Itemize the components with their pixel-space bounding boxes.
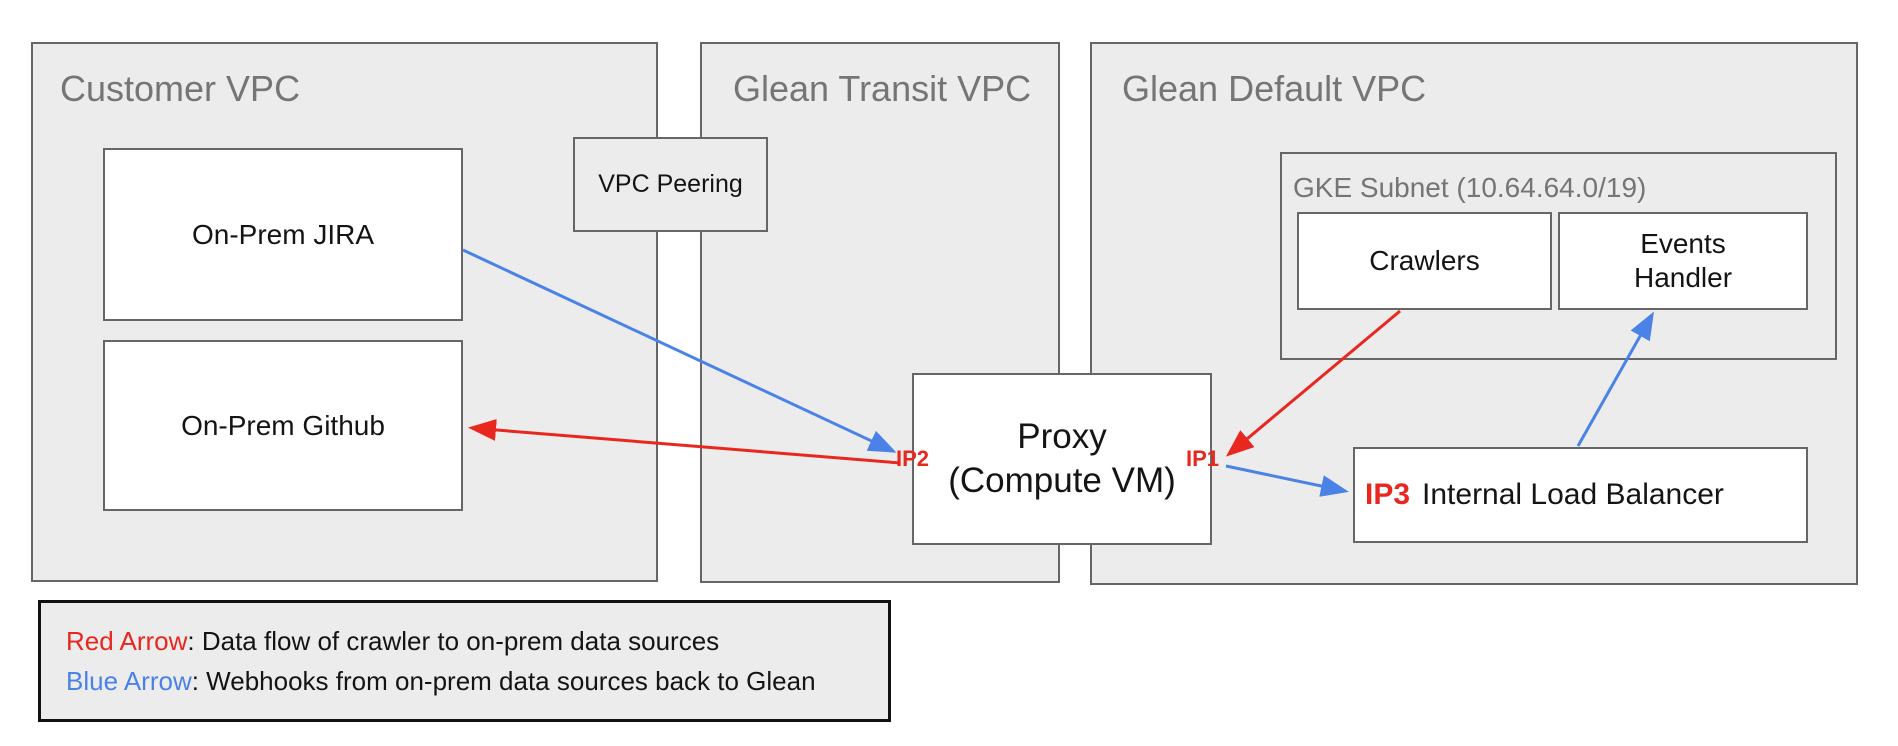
on-prem-jira-label: On-Prem JIRA [191,218,375,250]
legend-box: Red Arrow: Data flow of crawler to on-pr… [38,600,891,722]
glean-transit-vpc-title: Glean Transit VPC [733,68,1032,109]
legend-red-desc: : Data flow of crawler to on-prem data s… [187,626,720,656]
ip1-label: IP1 [1186,446,1220,471]
proxy-label-line2: (Compute VM) [948,461,1176,500]
internal-load-balancer-label: Internal Load Balancer [1422,478,1724,511]
glean-default-vpc-title: Glean Default VPC [1122,68,1427,109]
gke-subnet-label: GKE Subnet (10.64.64.0/19) [1293,172,1647,203]
events-handler-label-line2: Handler [1633,262,1733,293]
vpc-peering-node: VPC Peering [573,137,768,232]
legend-blue-line: Blue Arrow: Webhooks from on-prem data s… [66,661,888,701]
proxy-label-line1: Proxy [1017,417,1107,456]
on-prem-github-label: On-Prem Github [181,409,385,441]
events-handler-node: Events Handler [1558,212,1808,310]
events-handler-label-line1: Events [1640,228,1726,259]
legend-blue-desc: : Webhooks from on-prem data sources bac… [191,666,816,696]
crawlers-node: Crawlers [1297,212,1552,310]
ip3-label: IP3 [1365,478,1411,511]
on-prem-github-node: On-Prem Github [103,340,463,511]
internal-load-balancer-node: IP3 Internal Load Balancer [1353,447,1808,543]
proxy-node: Proxy (Compute VM) [912,373,1212,545]
vpc-peering-label: VPC Peering [598,170,743,198]
legend-red-term: Red Arrow [66,626,188,656]
on-prem-jira-node: On-Prem JIRA [103,148,463,321]
ip2-label: IP2 [896,446,930,471]
legend-blue-term: Blue Arrow [66,666,192,696]
crawlers-label: Crawlers [1369,245,1480,276]
customer-vpc-title: Customer VPC [60,68,301,109]
legend-red-line: Red Arrow: Data flow of crawler to on-pr… [66,621,888,661]
